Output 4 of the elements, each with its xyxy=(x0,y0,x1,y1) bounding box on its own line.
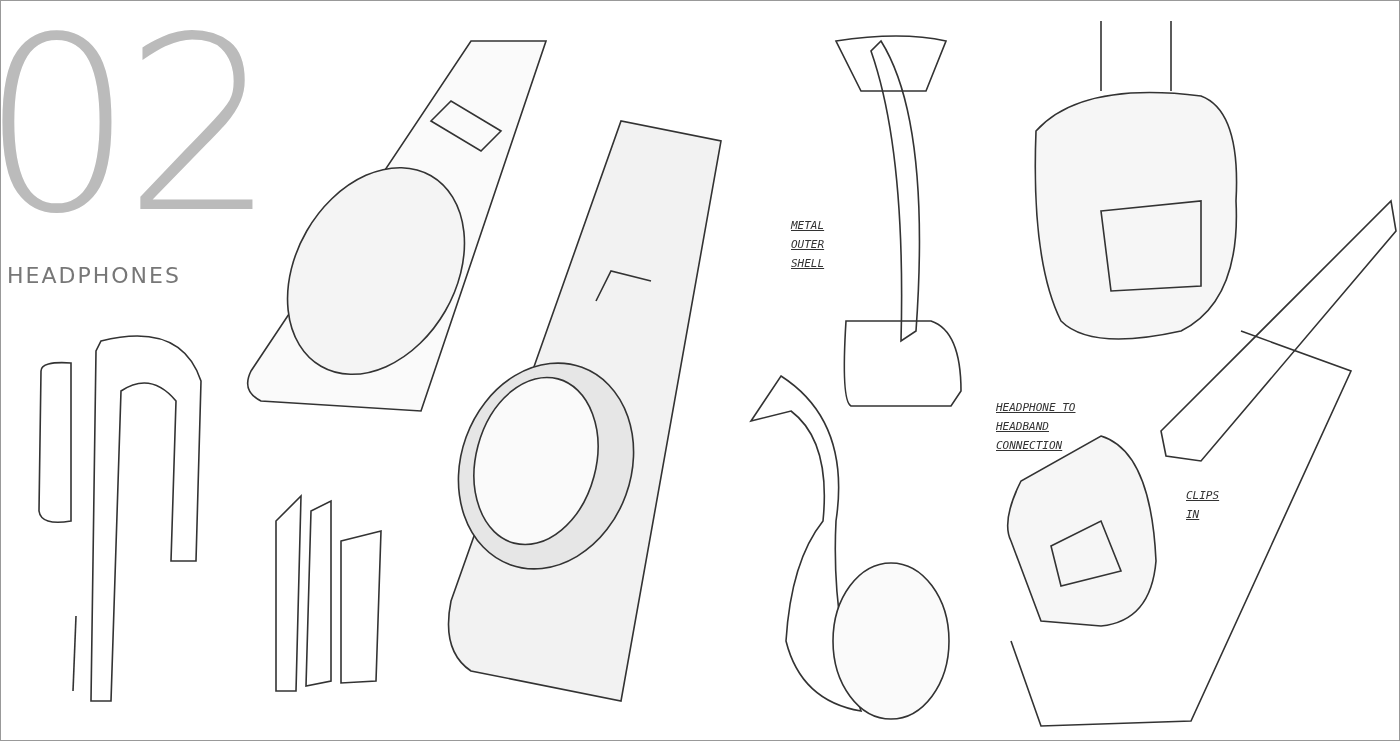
handwritten-note: CLIPS IN xyxy=(1186,488,1221,523)
handwritten-note: HEADPHONE TO HEADBAND CONNECTION xyxy=(996,400,1077,454)
title: HEADPHONES xyxy=(7,263,181,288)
handwritten-note: METAL OUTER SHELL xyxy=(791,218,826,272)
